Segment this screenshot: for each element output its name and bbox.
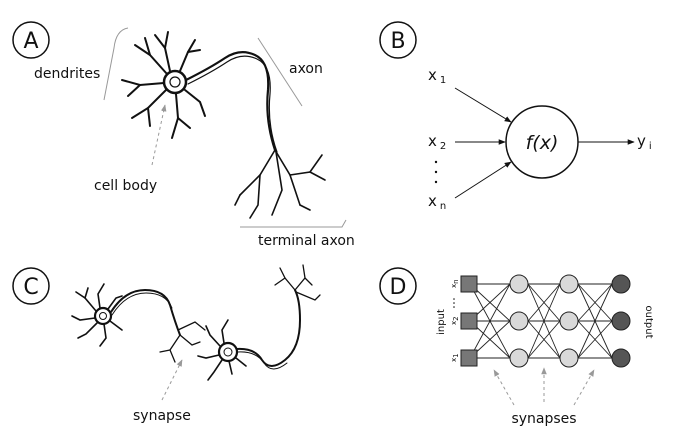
connected-neurons-illustration xyxy=(71,264,321,381)
function-label: f(x) xyxy=(526,132,559,154)
terminal-axon-bracket xyxy=(240,219,347,228)
panel-a: A dendrites axon xyxy=(12,21,355,249)
terminal-axon-label: terminal axon xyxy=(258,233,355,249)
axon-bracket xyxy=(257,37,303,107)
network-connections xyxy=(469,283,613,359)
cell-body-label: cell body xyxy=(94,178,157,194)
input-node-x1-label: x1 xyxy=(450,353,460,362)
hidden1-node xyxy=(509,311,529,331)
panel-d-badge xyxy=(379,267,417,305)
synapses-pointer-left xyxy=(493,369,515,406)
input-node-xn-label: xn xyxy=(450,279,460,288)
dendrites-label: dendrites xyxy=(34,66,100,82)
input-arrow-1 xyxy=(454,87,512,123)
panel-a-letter: A xyxy=(23,29,38,54)
panel-c-badge xyxy=(12,267,50,305)
output-node xyxy=(611,274,631,294)
input-node-x2 xyxy=(460,312,478,330)
neuron-illustration xyxy=(121,31,326,219)
hidden1-node xyxy=(509,348,529,368)
neuron-nucleus xyxy=(169,76,181,88)
output-axis-label: output xyxy=(643,306,654,339)
synapse-pointer xyxy=(161,359,183,401)
panel-b-letter: B xyxy=(390,29,405,54)
panel-c: C xyxy=(12,264,321,424)
axon-label: axon xyxy=(289,61,323,77)
cell-body-pointer xyxy=(151,104,167,166)
input-ellipsis xyxy=(434,160,438,184)
panel-d: D input output xn x2 x1 xyxy=(379,267,654,427)
synapse-label: synapse xyxy=(133,408,191,424)
neuron-soma xyxy=(162,69,188,95)
panel-b-badge xyxy=(379,21,417,59)
input-node-ellipsis xyxy=(453,298,455,308)
hidden2-node xyxy=(559,348,579,368)
input-node-x1 xyxy=(460,349,478,367)
output-node xyxy=(611,348,631,368)
input-arrow-n xyxy=(454,161,512,199)
input-node-x2-label: x2 xyxy=(450,316,460,325)
dendrites-bracket xyxy=(103,27,129,101)
output-node xyxy=(611,311,631,331)
hidden2-node xyxy=(559,274,579,294)
panel-d-letter: D xyxy=(390,275,407,300)
synapses-label: synapses xyxy=(511,411,576,427)
hidden2-node xyxy=(559,311,579,331)
input-node-xn xyxy=(460,275,478,293)
panel-a-badge xyxy=(12,21,50,59)
panel-c-letter: C xyxy=(23,275,38,300)
input-axis-label: input xyxy=(436,309,447,335)
synapses-pointer-right xyxy=(573,369,595,406)
hidden1-node xyxy=(509,274,529,294)
